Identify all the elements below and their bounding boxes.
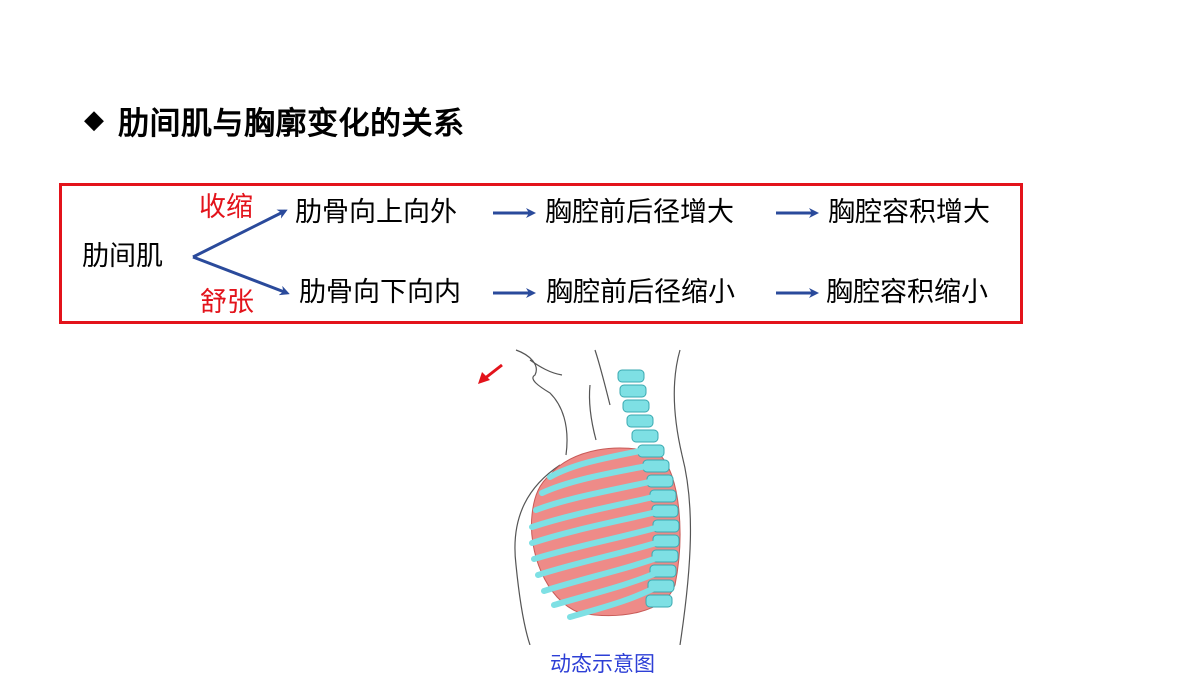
slide-title: ◆ 肋间肌与胸廓变化的关系 [84,98,465,142]
upper-step3: 胸腔容积增大 [828,197,990,228]
upper-step1: 肋骨向上向外 [295,197,457,228]
source-label: 肋间肌 [82,241,163,272]
diamond-bullet-icon: ◆ [84,105,104,135]
branch-up-arrow [192,209,288,259]
lower-step1: 肋骨向下向内 [299,277,461,308]
lower-step2: 胸腔前后径缩小 [546,277,735,308]
upper-step2: 胸腔前后径增大 [545,197,734,228]
relax-label: 舒张 [200,287,254,318]
red-arrow-icon [478,363,503,384]
thorax-illustration [478,349,692,645]
contract-label: 收缩 [199,192,253,223]
branch-down-arrow [192,255,290,296]
relation-box [59,183,1023,324]
figure-caption: 动态示意图 [550,652,655,676]
slide-title-text: 肋间肌与胸廓变化的关系 [118,105,465,142]
lower-step3: 胸腔容积缩小 [826,277,988,308]
